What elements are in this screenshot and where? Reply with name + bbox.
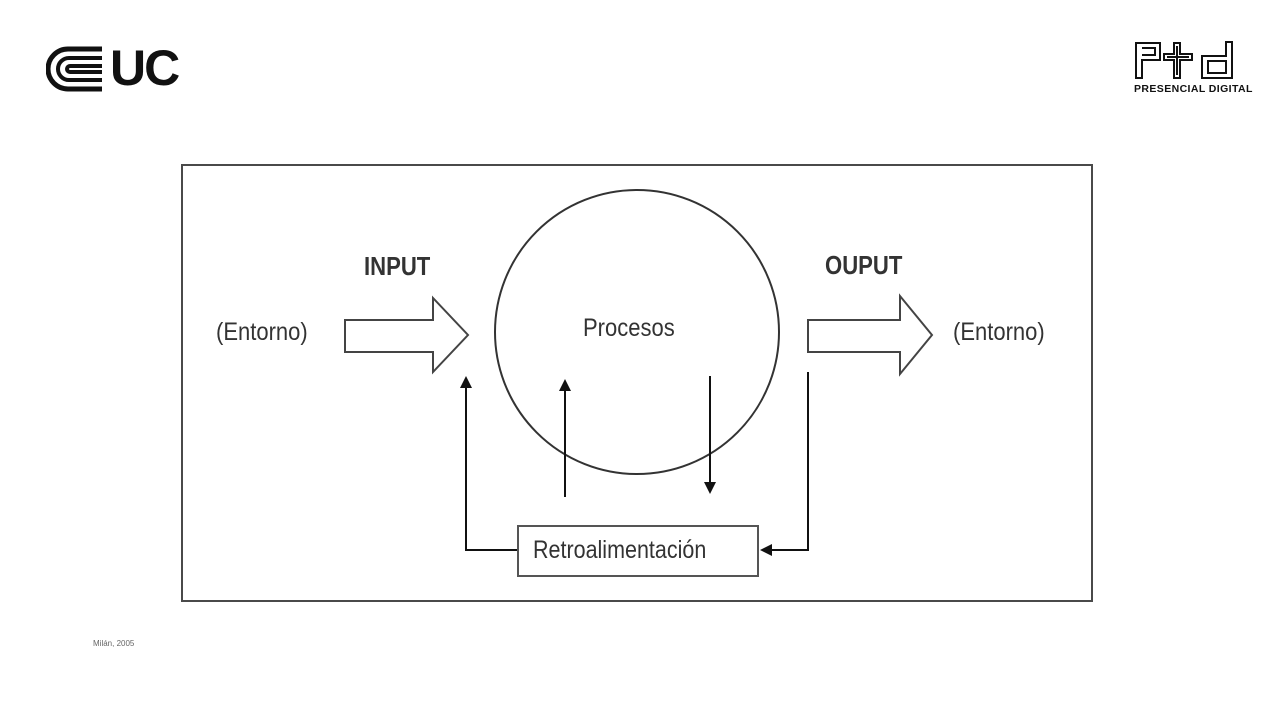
right-environment-label: (Entorno) xyxy=(953,318,1045,346)
left-environment-label: (Entorno) xyxy=(216,318,308,346)
output-feedback-line xyxy=(760,372,809,556)
feedback-label: Retroalimentación xyxy=(533,536,707,564)
ptd-logo-icon xyxy=(1135,41,1233,79)
uc-logo-text: UC xyxy=(110,40,180,96)
feedback-box xyxy=(517,525,759,577)
output-label: OUPUT xyxy=(825,250,903,280)
ptd-logo-caption: PRESENCIAL DIGITAL xyxy=(1134,83,1253,95)
input-block-arrow xyxy=(344,295,470,375)
input-label: INPUT xyxy=(364,251,431,281)
feedback-input-line xyxy=(460,376,517,551)
uc-logo-icon xyxy=(46,46,102,92)
source-citation: Milán, 2005 xyxy=(93,639,135,648)
process-label: Procesos xyxy=(583,314,675,342)
output-block-arrow xyxy=(807,293,934,377)
